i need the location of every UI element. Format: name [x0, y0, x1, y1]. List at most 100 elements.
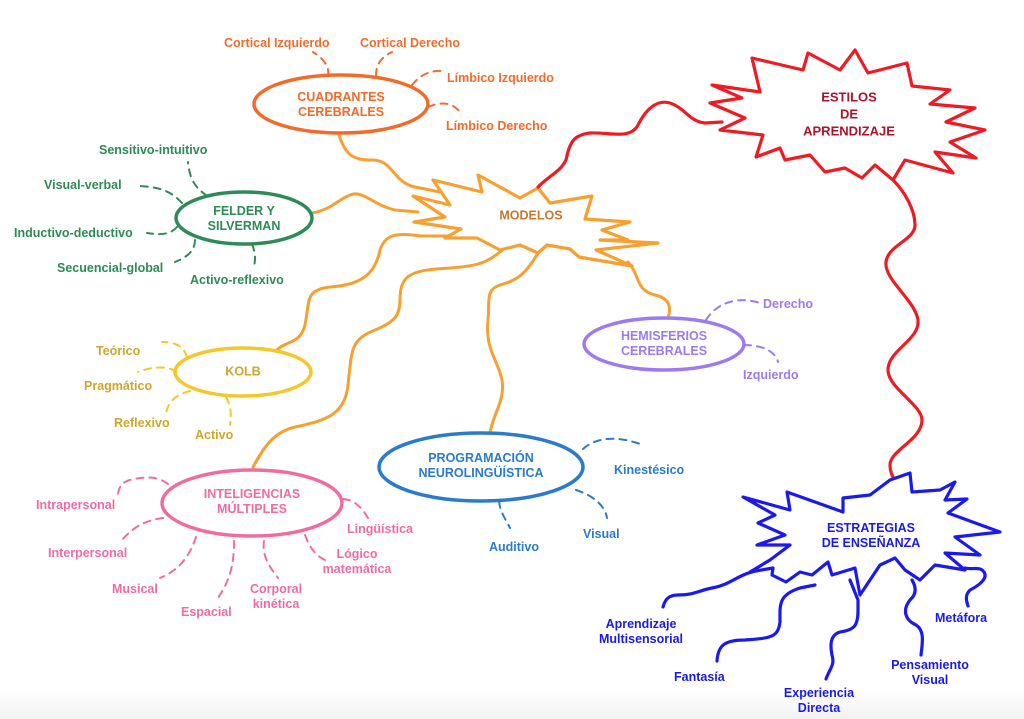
- connector-root-estrategias: [884, 178, 924, 484]
- dash-reflexivo: [165, 390, 191, 415]
- dash-pragmatico: [137, 366, 177, 373]
- dash-activo: [225, 396, 232, 426]
- leaf-pensamiento-visual: Pensamiento Visual: [891, 658, 969, 688]
- root-label-line2: DE: [839, 106, 859, 122]
- dash-activo-reflexivo: [251, 243, 257, 267]
- leaf-cortical-derecho: Cortical Derecho: [360, 36, 461, 50]
- leaf-fantasia: Fantasía: [674, 670, 725, 684]
- connector-pensamiento: [903, 578, 925, 657]
- leaf-aprendizaje-multisensorial: Aprendizaje Multisensorial: [599, 617, 683, 647]
- leaf-izquierdo: Izquierdo: [743, 368, 799, 382]
- leaf-linguistica: Lingüística: [347, 522, 413, 536]
- leaf-logico-line1: Lógico: [336, 547, 378, 561]
- leaf-visual: Visual: [583, 527, 620, 541]
- pnl-label: PROGRAMACIÓN NEUROLINGÜÍSTICA: [419, 451, 544, 481]
- dash-cortical-izq: [312, 51, 330, 77]
- connector-inteligencias: [251, 243, 510, 469]
- estrategias-label: ESTRATEGIAS DE ENSEÑANZA: [822, 521, 921, 551]
- leaf-reflexivo: Reflexivo: [114, 416, 170, 430]
- connector-hemisferios: [626, 260, 671, 320]
- inteligencias-oval: [160, 468, 344, 538]
- estrategias-line2: DE ENSEÑANZA: [821, 536, 921, 550]
- felder-dashes: [134, 161, 257, 267]
- dash-derecho: [705, 299, 761, 321]
- estrategias-line1: ESTRATEGIAS: [827, 521, 915, 535]
- connector-kolb: [273, 232, 469, 354]
- connector-fantasia: [715, 583, 817, 663]
- pnl-line2: NEUROLINGÜÍSTICA: [418, 466, 544, 480]
- inteligencias-line2: MÚLTIPLES: [217, 502, 287, 516]
- leaf-sensitivo-intuitivo: Sensitivo-intuitivo: [99, 143, 208, 157]
- leaf-interpersonal: Interpersonal: [48, 546, 128, 560]
- dash-visual-verbal: [134, 185, 183, 204]
- pnl-dashes: [498, 437, 641, 529]
- leaf-pensamiento-line2: Visual: [911, 673, 949, 687]
- leaf-inductivo-deductivo: Inductivo-deductivo: [14, 226, 133, 240]
- leaf-pragmatico: Pragmático: [84, 379, 153, 393]
- modelos-connectors: [251, 130, 671, 469]
- connector-aprendizaje: [661, 570, 754, 609]
- inteligencias-label: INTELIGENCIAS MÚLTIPLES: [204, 487, 301, 517]
- hemisferios-label: HEMISFERIOS CEREBRALES: [621, 329, 707, 359]
- leaf-logico-line2: matemática: [322, 562, 392, 576]
- dash-inductivo: [146, 226, 178, 236]
- leaf-cortical-izquierdo: Cortical Izquierdo: [224, 36, 330, 50]
- pnl-line1: PROGRAMACIÓN: [428, 451, 534, 465]
- dash-auditivo: [498, 500, 511, 529]
- cuadrantes-label: CUADRANTES CEREBRALES: [297, 90, 385, 120]
- root-label-line1: ESTILOS: [821, 89, 877, 105]
- pnl-oval: [377, 431, 585, 503]
- leaf-kinestesico: Kinestésico: [614, 463, 685, 477]
- leaf-corporal-line1: Corporal: [249, 582, 303, 596]
- dash-linguistica: [342, 498, 369, 519]
- dash-corporal: [262, 540, 279, 579]
- felder-oval: [174, 190, 314, 246]
- root-connectors: [536, 100, 924, 484]
- dash-teorico: [161, 341, 188, 358]
- dash-logico: [304, 534, 326, 561]
- dash-intrapersonal: [117, 476, 169, 497]
- connector-felder: [310, 192, 420, 215]
- dash-cortical-der: [375, 51, 393, 77]
- cuadrantes-dashes: [312, 51, 461, 113]
- dash-limbico-der: [427, 102, 461, 113]
- felder-label: FELDER Y SILVERMAN: [208, 204, 281, 234]
- dash-musical: [159, 536, 197, 579]
- leaf-pensamiento-line1: Pensamiento: [891, 658, 969, 672]
- leaf-visual-verbal: Visual-verbal: [44, 178, 122, 192]
- leaf-activo-reflexivo: Activo-reflexivo: [190, 273, 284, 287]
- leaf-auditivo: Auditivo: [489, 540, 539, 554]
- leaf-limbico-izquierdo: Límbico Izquierdo: [447, 71, 554, 85]
- dash-interpersonal: [121, 517, 164, 541]
- leaf-intrapersonal: Intrapersonal: [36, 498, 116, 512]
- cuadrantes-line1: CUADRANTES: [297, 90, 385, 104]
- leaf-activo: Activo: [195, 428, 234, 442]
- connector-metafora: [963, 566, 987, 608]
- dash-kinestesico: [582, 437, 641, 450]
- leaf-teorico: Teórico: [96, 344, 141, 358]
- leaf-corporal-kinetica: Corporal kinética: [250, 582, 302, 612]
- dash-visual: [575, 489, 608, 519]
- cuadrantes-oval: [252, 73, 430, 135]
- kolb-label: KOLB: [225, 364, 261, 379]
- felder-line1: FELDER Y: [213, 204, 275, 218]
- hemisferios-line1: HEMISFERIOS: [620, 329, 708, 343]
- cuadrantes-line2: CEREBRALES: [297, 105, 385, 119]
- hemisferios-dashes: [705, 299, 779, 363]
- leaf-limbico-derecho: Límbico Derecho: [446, 119, 548, 133]
- leaf-musical: Musical: [112, 582, 158, 596]
- leaf-metafora: Metáfora: [935, 611, 988, 625]
- dash-espacial: [217, 540, 235, 599]
- dash-sensitivo: [187, 161, 208, 197]
- leaf-experiencia-line2: Directa: [797, 701, 841, 715]
- hemisferios-line2: CEREBRALES: [620, 344, 708, 358]
- estrategias-connectors: [661, 566, 987, 681]
- modelos-label: MODELOS: [499, 208, 563, 223]
- leaf-experiencia-directa: Experiencia Directa: [784, 686, 854, 716]
- leaf-corporal-line2: kinética: [252, 597, 300, 611]
- root-starburst: [708, 48, 987, 182]
- leaf-experiencia-line1: Experiencia: [783, 686, 855, 700]
- leaf-aprendizaje-line2: Multisensorial: [598, 632, 684, 646]
